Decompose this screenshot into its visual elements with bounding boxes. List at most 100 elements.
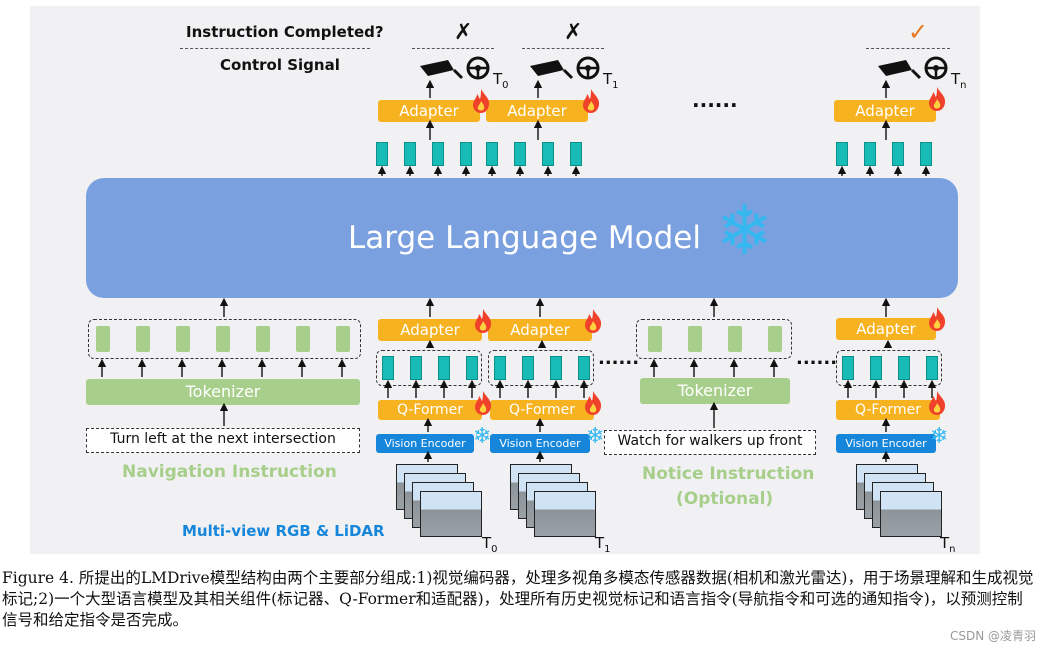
visual-token [486,142,498,166]
flow-arrows [97,79,937,462]
vision-encoder-t0: Vision Encoder [376,434,474,453]
time-sub: 0 [502,80,509,91]
time-label-sensor-t1: T1 [595,534,611,555]
snowflake-icon: ❄ [716,192,773,271]
text-token [96,326,110,352]
text-token [176,326,190,352]
text-token [768,326,782,352]
time-label-sensor-tn: Tn [940,534,956,555]
sensor-title: Multi-view RGB & LiDAR [182,522,385,540]
visual-token-group-t0 [376,350,482,386]
sensor-frame [534,491,596,537]
time-letter: T [595,534,605,552]
time-label-t1: T1 [603,70,619,91]
nav-instruction-text: Turn left at the next intersection [86,428,360,453]
sensor-frame [420,491,482,537]
sensor-frame [880,491,942,537]
fire-icon [929,307,946,331]
time-letter: T [603,70,613,88]
time-letter: T [951,70,961,88]
qformer-t0: Q-Former [378,400,482,420]
status-mark-t0: ✗ [454,20,473,45]
time-label-t0: T0 [493,70,509,91]
notice-token-group [636,319,792,359]
nav-token-group [88,319,361,359]
ellipsis-top: ...... [692,88,738,112]
visual-token [514,142,526,166]
text-token [256,326,270,352]
visual-token [494,356,506,380]
fire-icon [583,89,600,113]
status-divider-0 [412,48,494,49]
visual-token [926,356,938,380]
visual-token [842,356,854,380]
time-sub: n [960,80,967,91]
output-adapter-tn: Adapter [834,100,936,122]
time-sub: n [949,544,956,555]
text-token [728,326,742,352]
visual-token [382,356,394,380]
visual-token [438,356,450,380]
output-adapter-t1: Adapter [486,100,588,122]
visual-token [404,142,416,166]
vision-adapter-tn: Adapter [836,318,936,340]
visual-token [522,356,534,380]
status-mark-tn: ✓ [908,18,929,46]
visual-token-group-t1 [488,350,594,386]
qformer-t1: Q-Former [490,400,594,420]
control-signal-label: Control Signal [220,56,340,74]
snowflake-icon: ❄ [473,424,492,449]
fire-icon [475,309,492,333]
nav-tokenizer: Tokenizer [86,379,360,405]
status-mark-t1: ✗ [564,20,583,45]
time-letter: T [482,534,492,552]
visual-token [550,356,562,380]
text-token [336,326,350,352]
notice-instruction-title: Notice Instruction [642,464,815,484]
notice-instruction-optional: (Optional) [676,489,774,509]
notice-tokenizer: Tokenizer [640,378,790,404]
vision-encoder-t1: Vision Encoder [490,434,590,453]
time-label-sensor-t0: T0 [482,534,498,555]
visual-token [466,356,478,380]
text-token [648,326,662,352]
watermark: CSDN @凌青羽 [949,629,1036,643]
fire-icon [585,309,602,333]
time-letter: T [940,534,950,552]
visual-token [570,142,582,166]
output-adapter-t0: Adapter [378,100,480,122]
status-divider-1 [522,48,604,49]
visual-token-group-tn [836,350,942,386]
snowflake-icon: ❄ [586,424,605,449]
visual-token [432,142,444,166]
architecture-diagram: Instruction Completed? Control Signal ✗ … [30,6,980,555]
qformer-tn: Q-Former [836,400,940,420]
control-signal-icon-t0 [420,56,490,80]
visual-token [864,142,876,166]
status-divider-n [866,48,950,49]
fire-icon [929,87,946,111]
visual-token [376,142,388,166]
ellipsis-visual-2: ...... [796,348,838,369]
visual-token [578,356,590,380]
text-token [216,326,230,352]
instruction-completed-label: Instruction Completed? [186,23,384,41]
time-sub: 0 [491,544,498,555]
text-token [296,326,310,352]
nav-instruction-title: Navigation Instruction [122,462,337,482]
time-label-tn: Tn [951,70,967,91]
control-signal-icon-tn [878,56,948,80]
text-token [136,326,150,352]
visual-token [870,356,882,380]
visual-token [460,142,472,166]
visual-token [898,356,910,380]
time-sub: 1 [604,544,611,555]
vision-encoder-tn: Vision Encoder [836,434,936,453]
visual-token [920,142,932,166]
vision-adapter-t1: Adapter [488,319,592,341]
fire-icon [929,391,946,415]
time-letter: T [493,70,503,88]
text-token [688,326,702,352]
ellipsis-visual-1: ...... [598,348,640,369]
control-signal-icon-t1 [530,56,600,80]
